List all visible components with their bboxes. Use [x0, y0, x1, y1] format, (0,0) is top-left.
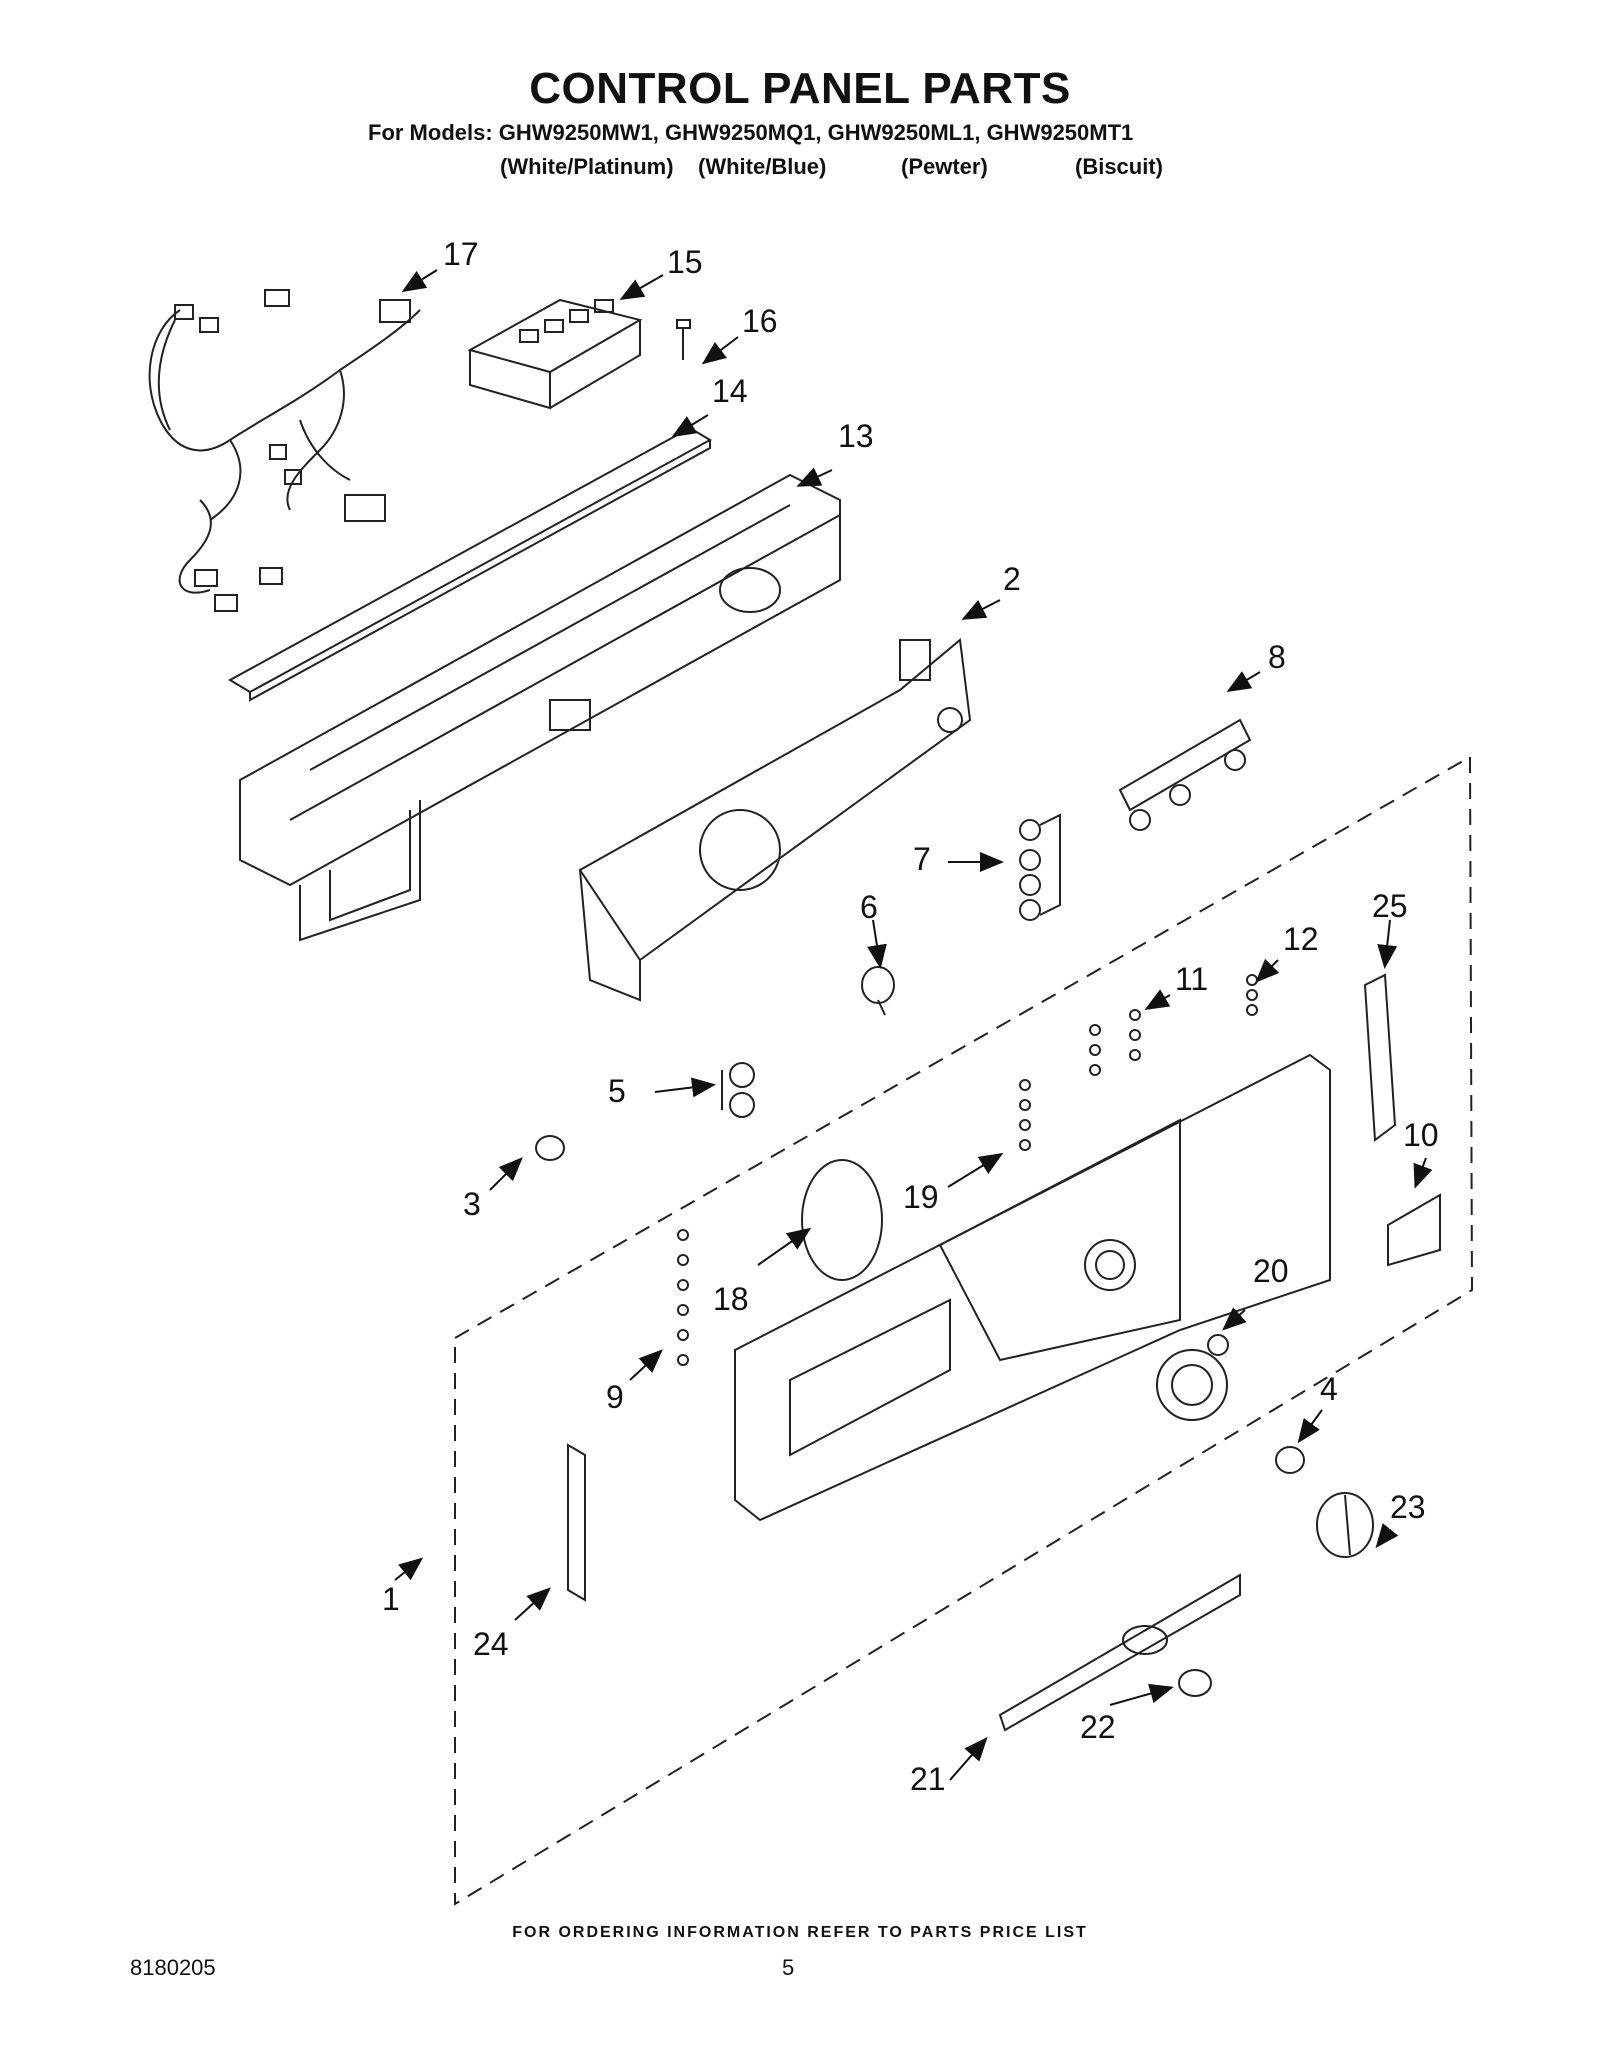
- callout-19: 19: [903, 1179, 939, 1215]
- callout-23: 23: [1390, 1489, 1426, 1525]
- callout-7: 7: [913, 841, 931, 877]
- trim-part-24: [567, 1443, 586, 1602]
- callout-14: 14: [712, 373, 748, 409]
- color-biscuit: (Biscuit): [1075, 154, 1163, 179]
- document-number: 8180205: [130, 1955, 216, 1980]
- callout-16: 16: [742, 303, 778, 339]
- models-line: For Models: GHW9250MW1, GHW9250MQ1, GHW9…: [368, 120, 1134, 145]
- callout-2: 2: [1003, 561, 1021, 597]
- callout-3: 3: [463, 1186, 481, 1222]
- callout-18: 18: [713, 1281, 749, 1317]
- callout-20: 20: [1253, 1253, 1289, 1289]
- control-panel-housing-part: [239, 473, 841, 942]
- callout-11: 11: [1175, 961, 1208, 997]
- callout-25: 25: [1372, 888, 1408, 924]
- page-title: CONTROL PANEL PARTS: [529, 64, 1071, 113]
- callout-21: 21: [910, 1761, 946, 1797]
- models-block: For Models: GHW9250MW1, GHW9250MQ1, GHW9…: [368, 120, 1163, 276]
- callout-17: 17: [443, 236, 479, 272]
- callout-9: 9: [606, 1379, 624, 1415]
- color-white-platinum: (White/Platinum): [500, 154, 674, 179]
- callout-22: 22: [1080, 1709, 1116, 1745]
- callout-13: 13: [838, 418, 874, 454]
- callout-labels: 17 15 16 14 13 2 8 7 6 12 25 11 5 10 3 1…: [382, 236, 1439, 1797]
- color-white-blue: (White/Blue): [698, 154, 827, 179]
- lens-strip-part-11: [1089, 1009, 1141, 1076]
- disc-part-22: [1178, 1669, 1212, 1697]
- relay-block-part: [467, 298, 643, 410]
- callout-12: 12: [1283, 921, 1319, 957]
- callout-6: 6: [860, 889, 878, 925]
- button-pair-part: [721, 1062, 755, 1118]
- console-assembly-boundary: [454, 756, 1474, 1906]
- ordering-note: FOR ORDERING INFORMATION REFER TO PARTS …: [512, 1924, 1088, 1941]
- button-set-part: [1019, 813, 1061, 921]
- callout-24: 24: [473, 1626, 509, 1662]
- cap-part-4: [1275, 1446, 1305, 1474]
- page-number: 5: [782, 1955, 795, 1980]
- callout-arrows: [394, 269, 1433, 1781]
- lens-column-part-19: [1019, 1079, 1031, 1151]
- console-front-panel-part: [734, 1053, 1331, 1522]
- display-housing-part: [578, 638, 972, 1002]
- callout-4: 4: [1320, 1371, 1338, 1407]
- callout-1: 1: [382, 1581, 400, 1617]
- overlay-strip-part-21: [998, 1573, 1241, 1732]
- screw-part: [676, 319, 691, 360]
- switch-bracket-part: [1118, 718, 1252, 831]
- knob-part-6: [861, 966, 895, 1016]
- bezel-ring-part-20: [1156, 1334, 1229, 1421]
- lens-part-12: [1246, 974, 1258, 1016]
- rail-part: [227, 426, 713, 702]
- lens-column-part-9: [677, 1229, 689, 1366]
- wire-harness-part: [148, 289, 421, 612]
- indicator-ring-part-18: [801, 1159, 883, 1281]
- callout-5: 5: [608, 1073, 626, 1109]
- console-assembly-boundary-top: [454, 756, 1471, 1339]
- label-part-10: [1387, 1193, 1441, 1267]
- knob-part-23: [1316, 1492, 1374, 1558]
- cap-part-3: [535, 1135, 565, 1161]
- callout-8: 8: [1268, 639, 1286, 675]
- callout-10: 10: [1403, 1117, 1439, 1153]
- color-pewter: (Pewter): [901, 154, 988, 179]
- side-trim-part-25: [1363, 973, 1397, 1142]
- callout-15: 15: [667, 244, 703, 280]
